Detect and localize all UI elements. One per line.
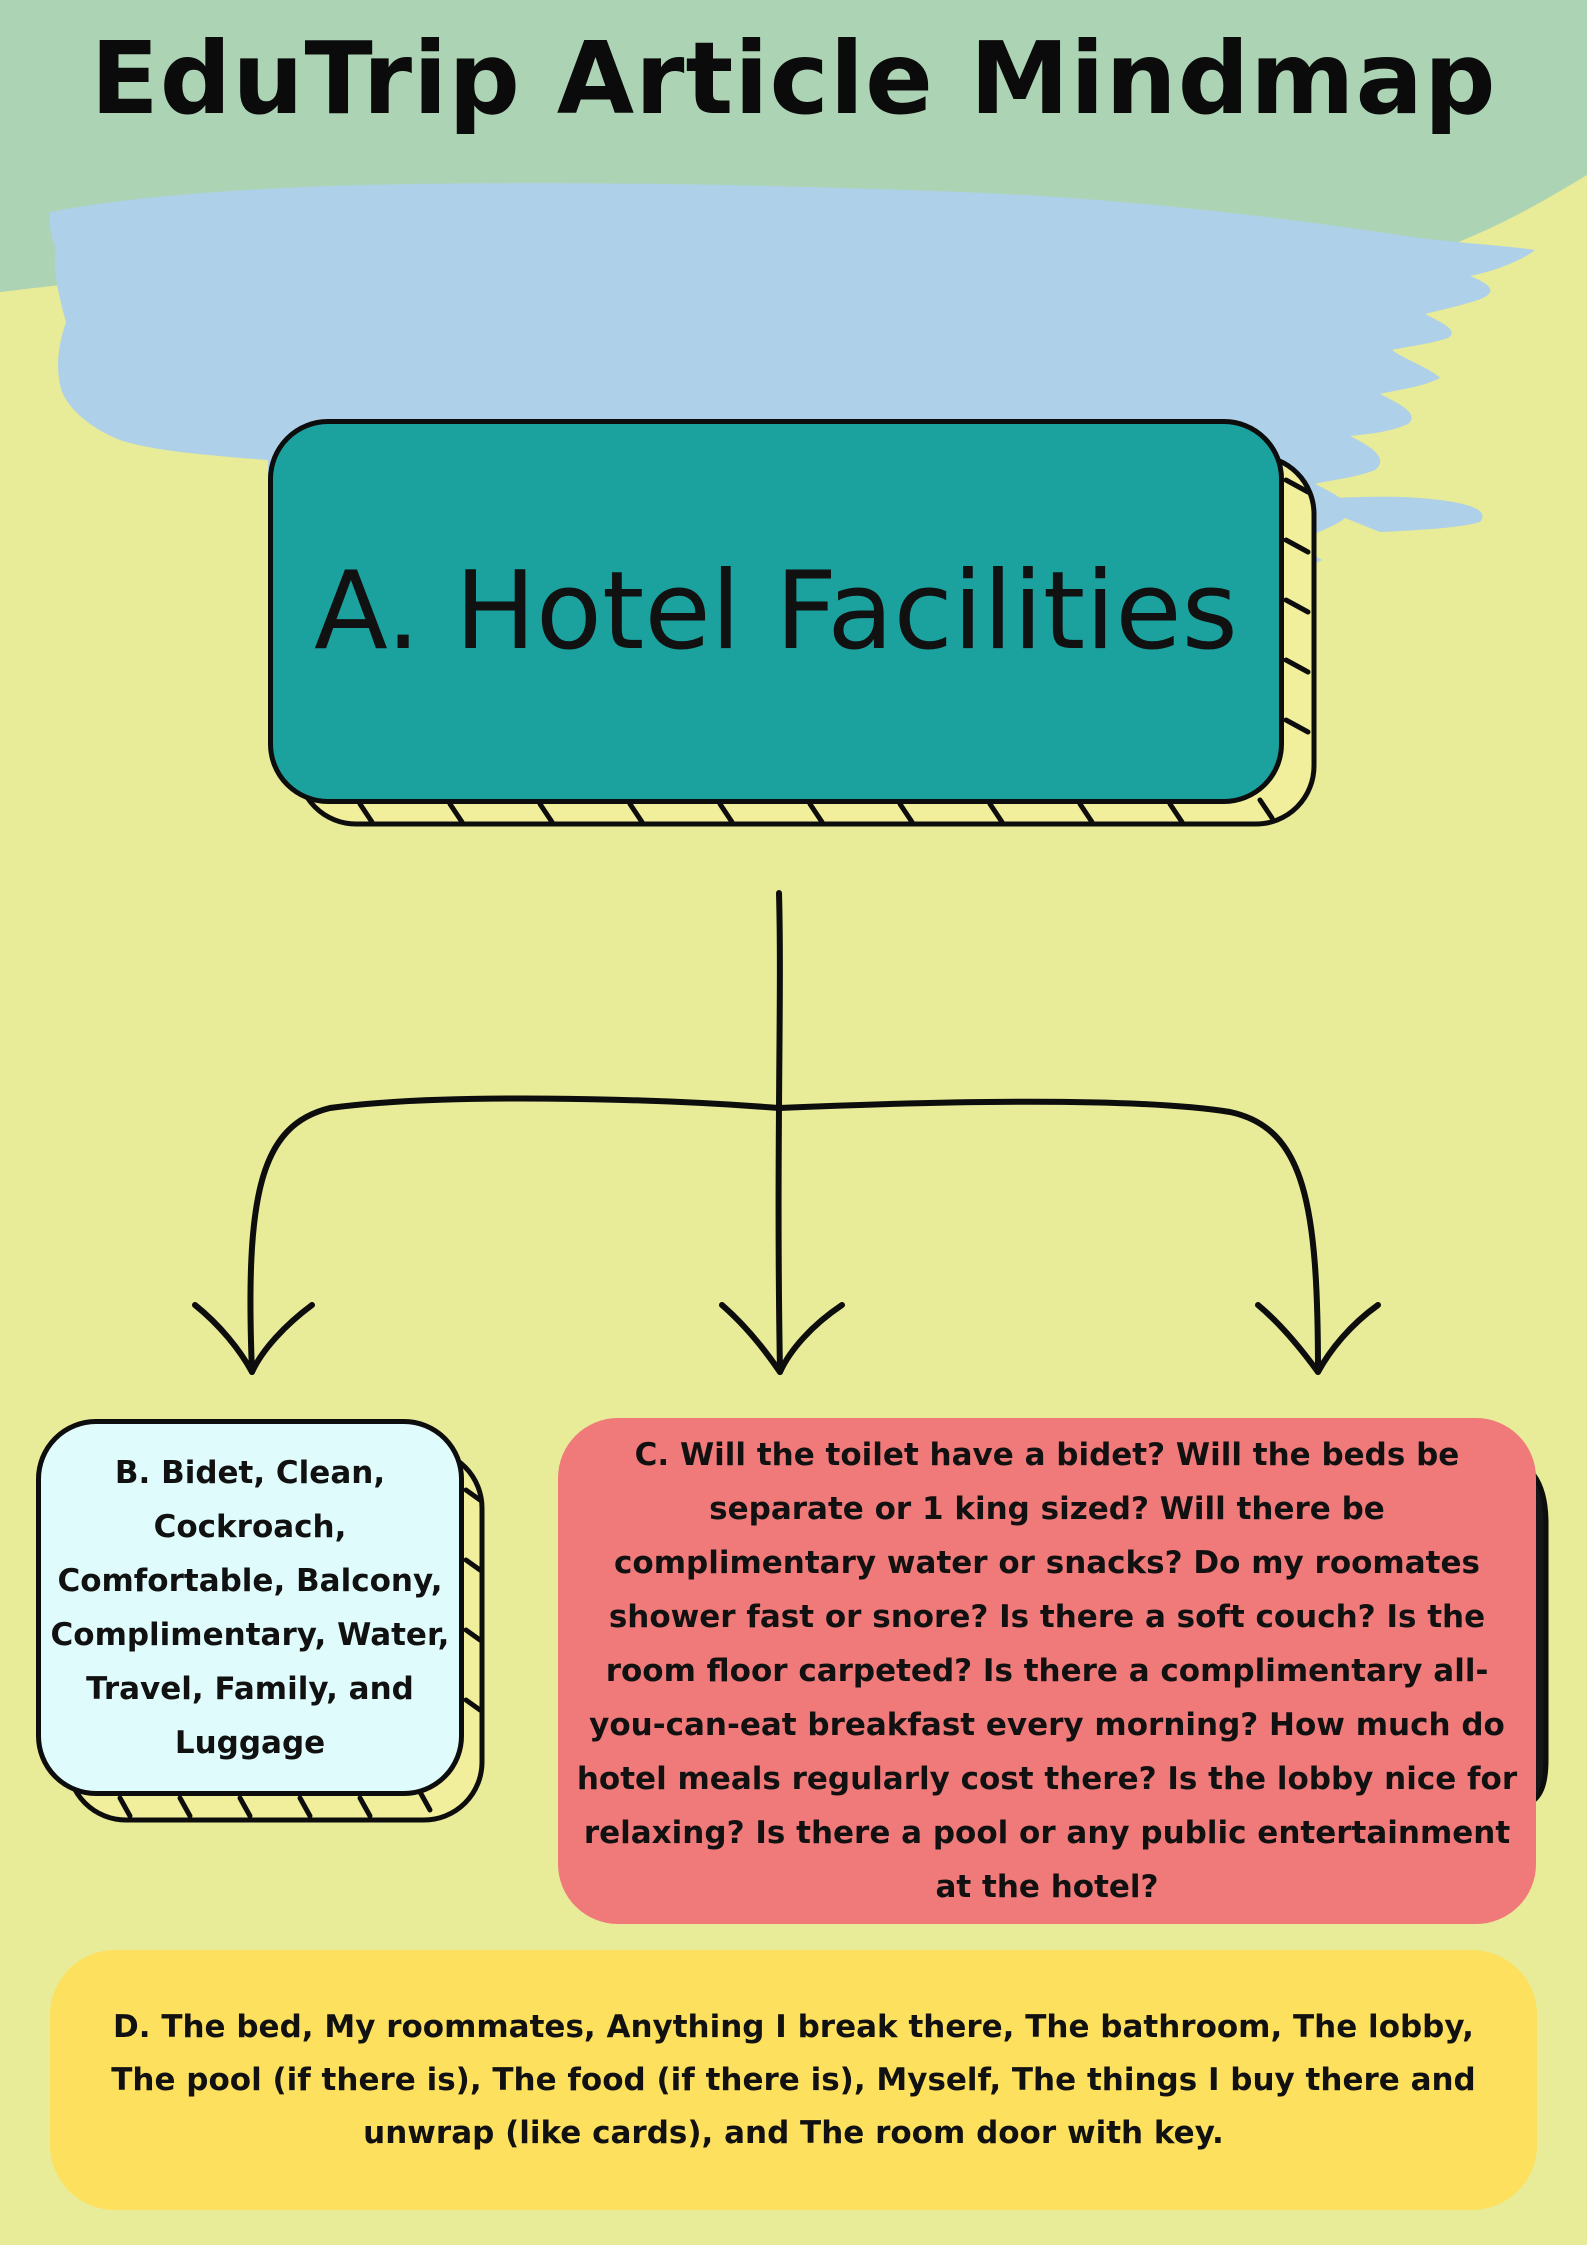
node-b-hatching [117,1487,483,1819]
node-c-label: C. Will the toilet have a bidet? Will th… [576,1437,1518,1905]
page-title: EduTrip Article Mindmap [90,20,1497,137]
node-a-hatching [357,477,1311,825]
node-d-box [50,1950,1537,2210]
node-b-label: B. Bidet, Clean, Cockroach, Comfortable,… [50,1454,450,1761]
node-a-label: A. Hotel Facilities [314,549,1238,674]
node-a-box [268,419,1284,804]
node-b-box [36,1419,464,1796]
node-c-box [558,1418,1536,1924]
node-d-label: D. The bed, My roommates, Anything I bre… [111,2008,1476,2151]
